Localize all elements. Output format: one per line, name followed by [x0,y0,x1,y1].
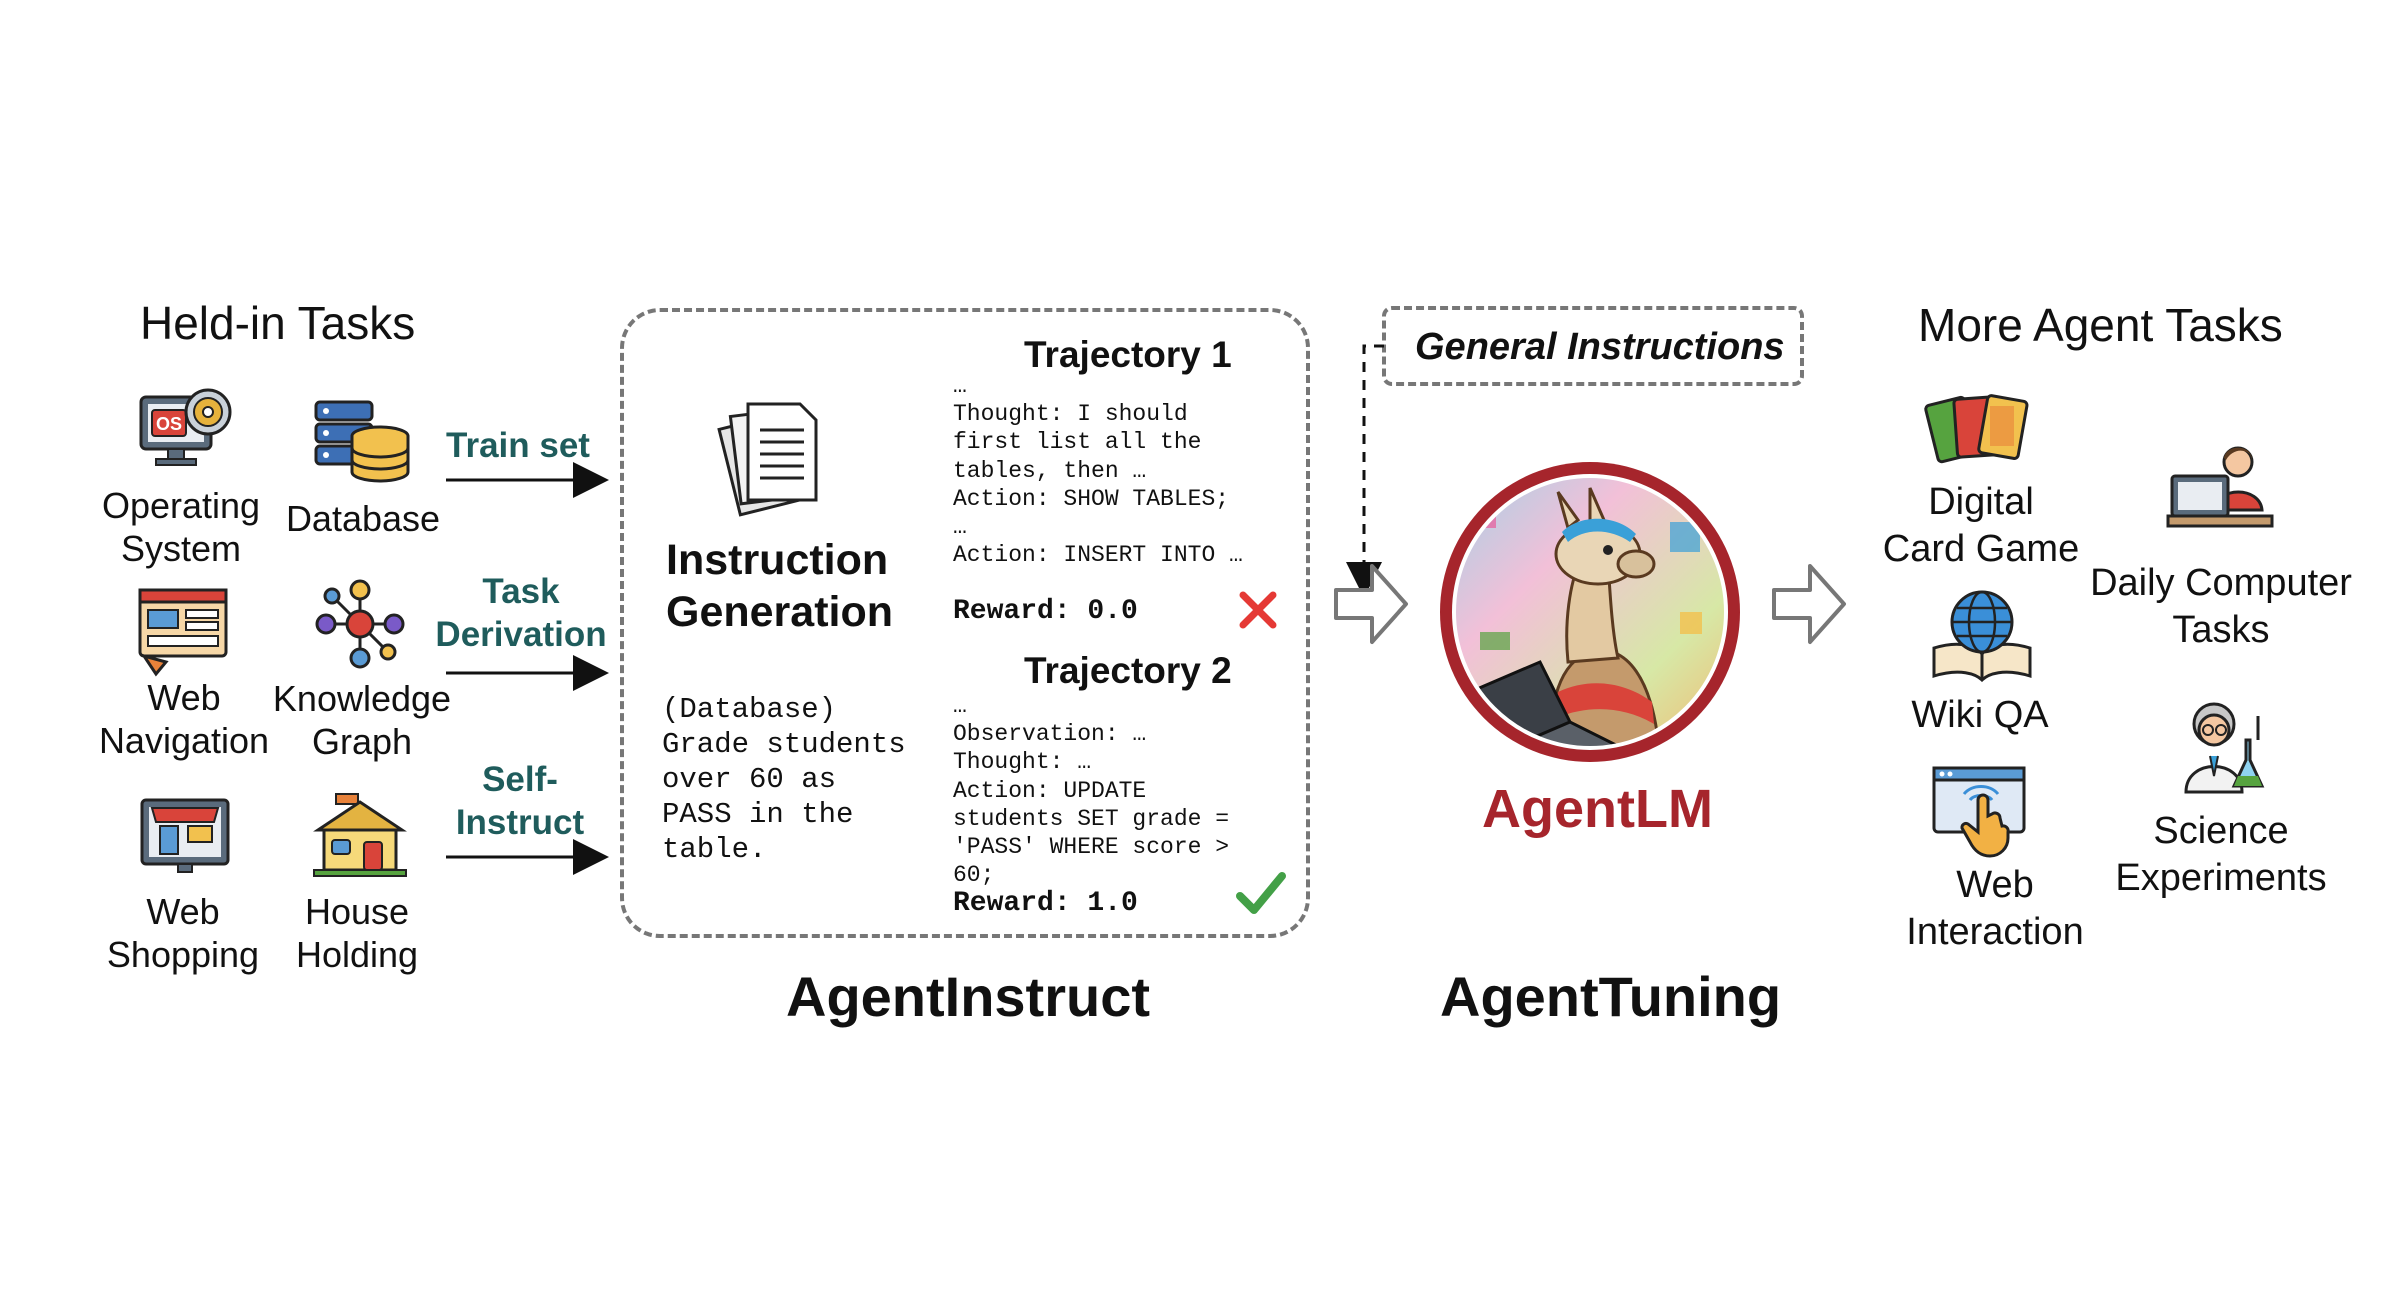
task-digital-card-game: Digital Card Game [1870,479,2092,573]
task-label-line2: Experiments [2115,857,2327,899]
label-line2: Generation [666,588,893,636]
trajectory-2-text: … Observation: … Thought: … Action: UPDA… [953,692,1229,889]
task-label-line1: Operating [101,485,261,526]
task-label-line1: Web [146,891,220,932]
green-check-icon [1236,872,1286,914]
trajectory-line: 60; [953,862,995,889]
task-label-line1: Digital [1928,481,2034,523]
trajectory-line: Thought: I should [953,401,1188,428]
general-instructions-label: General Instructions [1415,326,1785,368]
task-label-line2: Shopping [106,934,260,975]
task-daily-computer-tasks: Daily Computer Tasks [2076,560,2366,654]
hollow-arrow-1 [1334,564,1408,644]
task-label-line1: Daily Computer [2090,562,2352,604]
trajectory-line: Observation: … [953,721,1147,748]
web-shop-icon [140,798,230,873]
label-line1: Instruction [666,536,889,584]
os-disc-icon: OS [139,388,232,466]
trajectory-line: Action: SHOW TABLES; [953,485,1230,512]
edge-label-line2: Instruct [455,803,585,842]
trajectory-line: Action: UPDATE [953,777,1147,804]
task-wiki-qa: Wiki QA [1911,694,2049,736]
database-instruction-example: (Database) Grade students over 60 as PAS… [662,692,906,867]
more-tasks-title: More Agent Tasks [1918,299,2283,351]
edge-label-line2: Derivation [435,615,607,654]
edge-label-self-instruct: Self- Instruct [438,758,602,844]
task-operating-system: Operating System [86,484,276,570]
task-web-navigation: Web Navigation [86,676,282,762]
playing-cards-icon [1924,394,2029,464]
agenttuning-title: AgentTuning [1440,965,1782,1028]
task-label-line1: Web [147,677,221,718]
web-navigation-icon [138,588,228,677]
task-web-interaction: Web Interaction [1870,862,2120,956]
task-label-line2: Holding [295,934,419,975]
task-knowledge-graph: Knowledge Graph [262,677,462,763]
agentinstruct-box [620,308,1310,938]
example-line: table. [662,833,767,866]
edge-label-line1: Task [482,572,560,611]
trajectory-line: … [953,514,967,541]
task-web-shopping: Web Shopping [88,890,278,976]
task-database: Database [285,498,441,539]
task-label-line2: Tasks [2172,609,2270,651]
agentlm-label: AgentLM [1482,779,1713,839]
task-label-line2: Graph [311,721,413,762]
trajectory-line: Thought: … [953,749,1092,776]
task-label-line2: Interaction [1906,911,2084,953]
task-label-line1: Science [2153,810,2289,852]
trajectory-line: Action: INSERT INTO … [953,542,1243,569]
person-computer-icon [2166,446,2274,528]
web-click-icon [1932,766,2026,858]
trajectory-line: students SET grade = [953,805,1230,832]
trajectory-2-title: Trajectory 2 [1024,650,1232,691]
edge-label-line1: Self- [482,760,558,799]
edge-label-task-derivation: Task Derivation [430,570,612,656]
trajectory-2-reward: Reward: 1.0 [953,888,1138,919]
trajectory-1-text: … Thought: I should first list all the t… [953,372,1243,569]
example-line: over 60 as [662,763,837,796]
red-x-icon [1239,591,1277,629]
task-label-line1: Knowledge [272,678,452,719]
task-science-experiments: Science Experiments [2096,808,2346,902]
task-label-line2: Navigation [98,720,270,761]
llama-avatar-icon [1440,462,1740,762]
task-label-line1: House [304,891,410,932]
document-stack-icon [717,402,818,517]
house-icon [313,793,407,877]
trajectory-line: 'PASS' WHERE score > [953,834,1230,861]
trajectory-line: first list all the [953,429,1202,456]
trajectory-line: … [953,373,967,399]
task-label-line2: System [120,528,242,569]
held-in-title: Held-in Tasks [140,297,416,349]
example-line: (Database) [662,693,837,726]
edge-label-train-set: Train set [446,426,590,465]
database-icon [314,400,410,483]
scientist-icon [2184,702,2265,794]
example-line: PASS in the [662,798,854,831]
trajectory-1-title: Trajectory 1 [1024,334,1232,375]
task-label-line1: Web [1956,864,2034,906]
knowledge-graph-icon [315,579,405,669]
trajectory-line: tables, then … [953,457,1147,484]
task-house-holding: House Holding [262,890,452,976]
trajectory-line: … [953,693,967,719]
hollow-arrow-2 [1772,564,1846,644]
example-line: Grade students [662,728,906,761]
trajectory-1-reward: Reward: 0.0 [953,596,1138,627]
instruction-generation-label: Instruction Generation [666,534,893,638]
agentinstruct-title: AgentInstruct [786,965,1150,1028]
svg-text:OS: OS [156,414,182,434]
globe-book-icon [1932,590,2032,683]
task-label-line2: Card Game [1882,528,2080,570]
